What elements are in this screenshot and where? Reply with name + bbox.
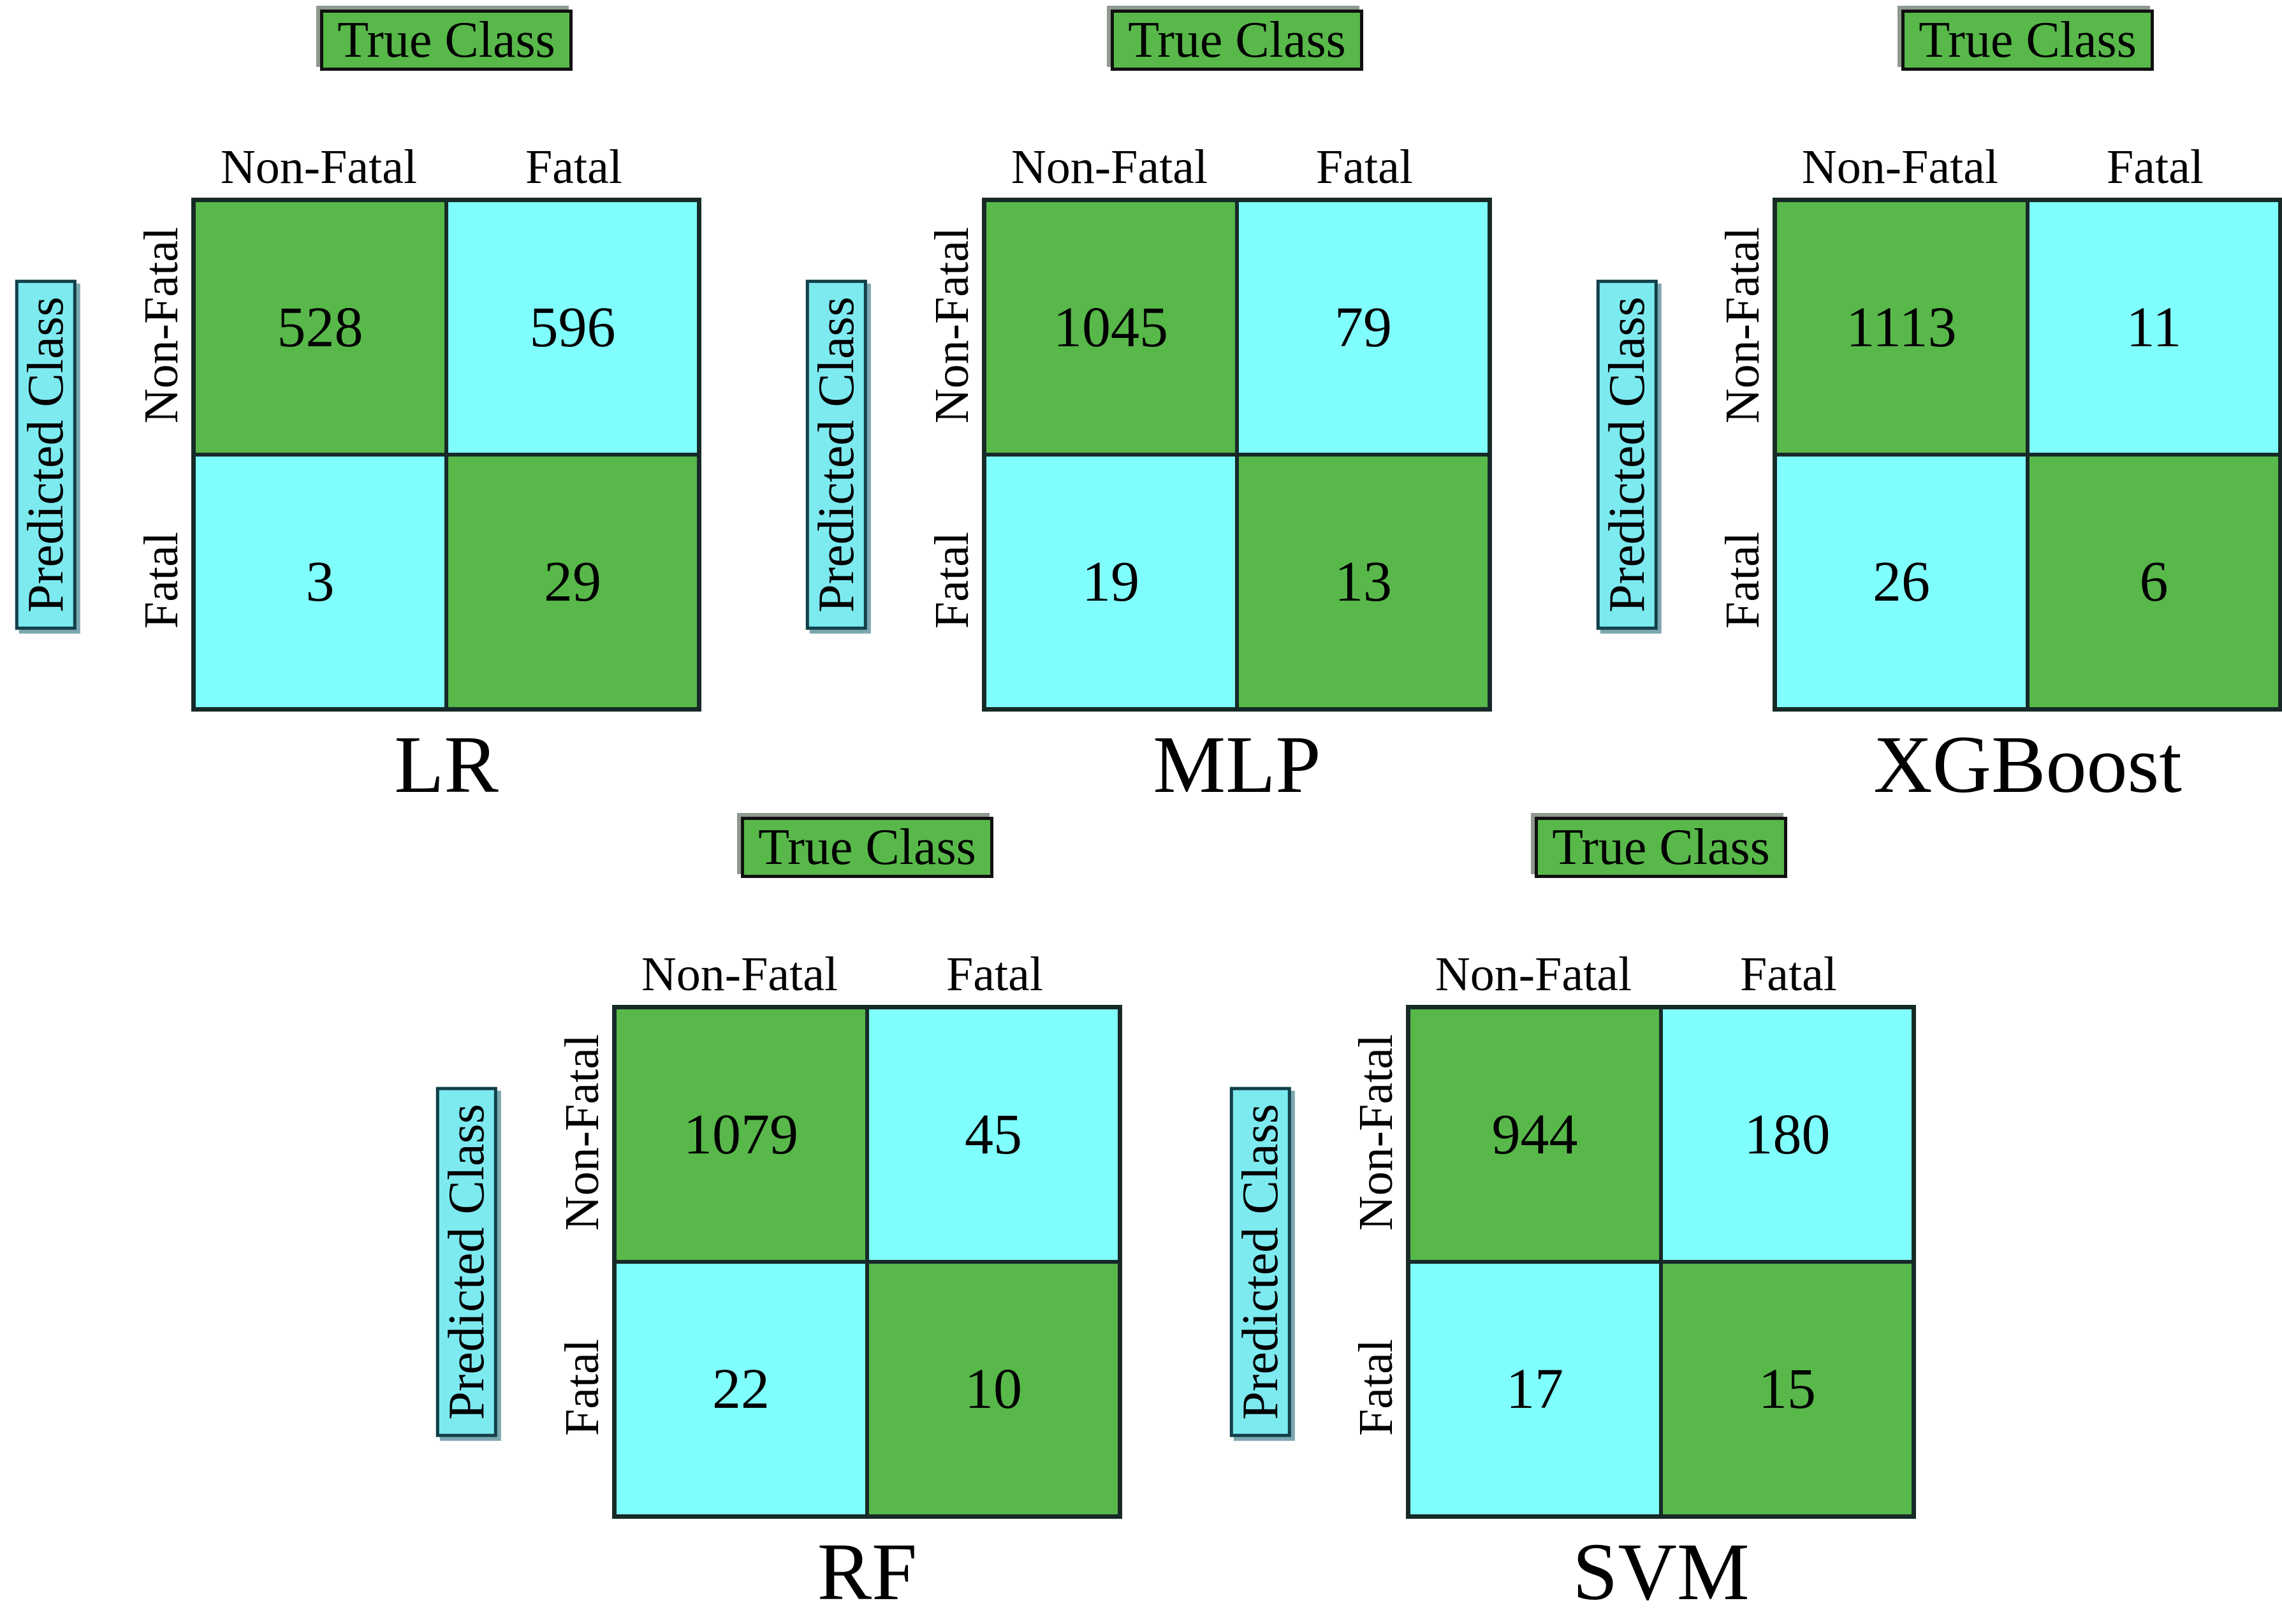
confusion-matrix-group-svm: True Class Non-Fatal Fatal Predicted Cla… xyxy=(1221,817,1916,1624)
row-axis: Predicted Class Non-Fatal Fatal xyxy=(427,1005,612,1519)
matrix-cell-r1c1: 29 xyxy=(446,455,699,709)
col-label-non-fatal: Non-Fatal xyxy=(641,947,838,1001)
confusion-matrix-group-rf: True Class Non-Fatal Fatal Predicted Cla… xyxy=(427,817,1122,1624)
confusion-matrix-group-mlp: True Class Non-Fatal Fatal Predicted Cla… xyxy=(797,10,1492,817)
matrix-cell-r1c1: 10 xyxy=(867,1262,1120,1516)
column-labels: Non-Fatal Fatal xyxy=(1406,893,1916,1005)
matrix-cell-r0c1: 596 xyxy=(446,200,699,455)
col-label-non-fatal: Non-Fatal xyxy=(220,140,418,194)
col-label-fatal: Fatal xyxy=(946,947,1043,1001)
confusion-matrix: 1079 45 22 10 xyxy=(612,1005,1122,1519)
matrix-cell-r0c0: 1079 xyxy=(615,1007,867,1262)
row-label-fatal: Fatal xyxy=(555,1339,609,1436)
figure-row-1: True Class Non-Fatal Fatal Predicted Cla… xyxy=(6,10,2282,817)
confusion-matrix-group-xgboost: True Class Non-Fatal Fatal Predicted Cla… xyxy=(1588,10,2282,817)
col-label-non-fatal: Non-Fatal xyxy=(1435,947,1632,1001)
row-label-non-fatal: Non-Fatal xyxy=(925,226,979,424)
row-label-fatal: Fatal xyxy=(1716,532,1769,629)
col-label-non-fatal: Non-Fatal xyxy=(1801,140,1999,194)
predicted-class-badge: Predicted Class xyxy=(435,1086,498,1437)
true-class-badge: True Class xyxy=(1111,10,1363,71)
column-labels: Non-Fatal Fatal xyxy=(982,86,1492,198)
column-labels: Non-Fatal Fatal xyxy=(612,893,1122,1005)
true-class-badge: True Class xyxy=(320,10,573,71)
matrix-cell-r0c1: 180 xyxy=(1661,1007,1913,1262)
true-class-badge: True Class xyxy=(1901,10,2154,71)
model-title: LR xyxy=(394,719,499,810)
row-label-non-fatal: Non-Fatal xyxy=(555,1034,609,1231)
row-axis: Predicted Class Non-Fatal Fatal xyxy=(6,198,191,712)
confusion-matrix: 944 180 17 15 xyxy=(1406,1005,1916,1519)
row-label-fatal: Fatal xyxy=(925,532,979,629)
col-label-fatal: Fatal xyxy=(525,140,622,194)
confusion-matrix: 1045 79 19 13 xyxy=(982,198,1492,712)
row-label-fatal: Fatal xyxy=(1349,1339,1403,1436)
col-label-fatal: Fatal xyxy=(1316,140,1413,194)
confusion-matrix: 528 596 3 29 xyxy=(191,198,701,712)
row-label-non-fatal: Non-Fatal xyxy=(1349,1034,1403,1231)
matrix-cell-r1c0: 17 xyxy=(1408,1262,1661,1516)
model-title: SVM xyxy=(1572,1526,1750,1617)
true-class-badge: True Class xyxy=(1535,817,1787,879)
matrix-cell-r1c0: 26 xyxy=(1775,455,2028,709)
predicted-class-badge: Predicted Class xyxy=(1229,1086,1292,1437)
matrix-cell-r0c0: 944 xyxy=(1408,1007,1661,1262)
matrix-cell-r0c0: 528 xyxy=(194,200,446,455)
predicted-class-badge: Predicted Class xyxy=(805,279,868,630)
true-class-badge: True Class xyxy=(741,817,993,879)
model-title: RF xyxy=(817,1526,918,1617)
row-axis: Predicted Class Non-Fatal Fatal xyxy=(797,198,982,712)
matrix-cell-r1c1: 15 xyxy=(1661,1262,1913,1516)
col-label-fatal: Fatal xyxy=(2107,140,2204,194)
col-label-non-fatal: Non-Fatal xyxy=(1011,140,1208,194)
row-label-fatal: Fatal xyxy=(135,532,188,629)
row-label-non-fatal: Non-Fatal xyxy=(135,226,188,424)
column-labels: Non-Fatal Fatal xyxy=(191,86,701,198)
col-label-fatal: Fatal xyxy=(1740,947,1837,1001)
matrix-cell-r0c1: 45 xyxy=(867,1007,1120,1262)
model-title: MLP xyxy=(1153,719,1321,810)
row-axis: Predicted Class Non-Fatal Fatal xyxy=(1588,198,1773,712)
matrix-cell-r1c0: 22 xyxy=(615,1262,867,1516)
matrix-cell-r1c1: 6 xyxy=(2028,455,2280,709)
matrix-cell-r0c0: 1045 xyxy=(984,200,1237,455)
predicted-class-badge: Predicted Class xyxy=(1596,279,1658,630)
matrix-cell-r1c0: 19 xyxy=(984,455,1237,709)
figure-row-2: True Class Non-Fatal Fatal Predicted Cla… xyxy=(0,817,2282,1624)
row-label-non-fatal: Non-Fatal xyxy=(1716,226,1769,424)
predicted-class-badge: Predicted Class xyxy=(15,279,77,630)
confusion-matrix-group-lr: True Class Non-Fatal Fatal Predicted Cla… xyxy=(6,10,701,817)
matrix-cell-r0c1: 11 xyxy=(2028,200,2280,455)
matrix-cell-r0c1: 79 xyxy=(1237,200,1489,455)
confusion-matrix: 1113 11 26 6 xyxy=(1773,198,2282,712)
matrix-cell-r1c0: 3 xyxy=(194,455,446,709)
column-labels: Non-Fatal Fatal xyxy=(1773,86,2282,198)
model-title: XGBoost xyxy=(1873,719,2182,810)
row-axis: Predicted Class Non-Fatal Fatal xyxy=(1221,1005,1406,1519)
matrix-cell-r1c1: 13 xyxy=(1237,455,1489,709)
matrix-cell-r0c0: 1113 xyxy=(1775,200,2028,455)
